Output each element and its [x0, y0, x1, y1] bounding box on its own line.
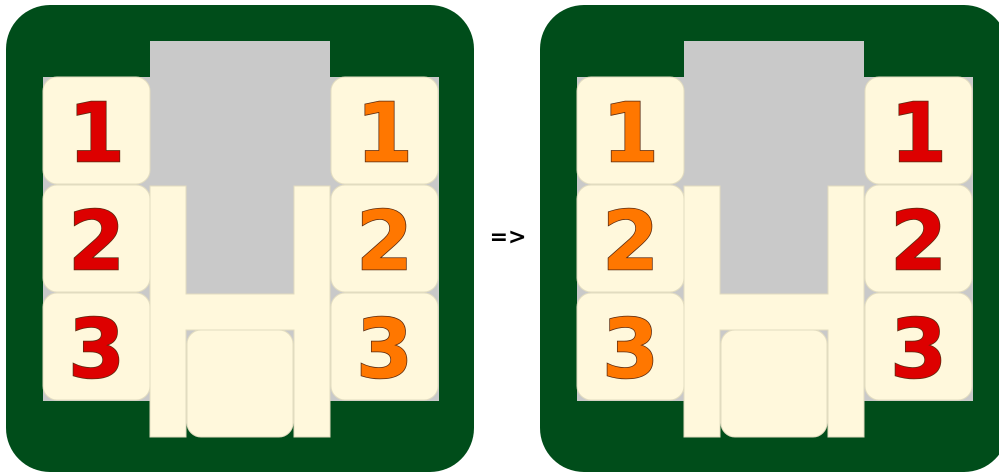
- start-tile-left-2-number: 2: [68, 195, 125, 290]
- goal-tile-right-2-number: 2: [890, 195, 947, 290]
- start-tile-left-2: [42, 184, 151, 293]
- start-h-block: [149, 185, 331, 438]
- goal-tile-left-1: [576, 76, 685, 185]
- goal-square-block: [720, 329, 828, 438]
- goal-board: 1 2 3 1 2 3: [540, 5, 999, 472]
- start-tile-right-3-number: 3: [356, 303, 413, 398]
- start-tile-left-3: [42, 292, 151, 401]
- goal-tile-left-3-number: 3: [602, 303, 659, 398]
- start-tile-right-1: [330, 76, 439, 185]
- goal-board-canvas: 1 2 3 1 2 3: [540, 5, 999, 472]
- goal-tile-right-1-number: 1: [890, 87, 947, 182]
- goal-tile-left-3: [576, 292, 685, 401]
- start-well-top: [150, 41, 330, 81]
- start-tile-right-1-number: 1: [356, 87, 413, 182]
- goal-tile-left-2: [576, 184, 685, 293]
- start-tile-right-2: [330, 184, 439, 293]
- goal-tile-right-3: [864, 292, 973, 401]
- goal-tile-right-3-number: 3: [890, 303, 947, 398]
- start-tile-right-2-number: 2: [356, 195, 413, 290]
- goal-h-block: [683, 185, 865, 438]
- start-tile-right-3: [330, 292, 439, 401]
- goal-tile-right-2: [864, 184, 973, 293]
- goal-well-top: [684, 41, 864, 81]
- goal-tile-left-1-number: 1: [602, 87, 659, 182]
- goal-tile-right-1: [864, 76, 973, 185]
- goal-tile-left-2-number: 2: [602, 195, 659, 290]
- transition-arrow: =>: [489, 225, 527, 250]
- start-square-block: [186, 329, 294, 438]
- start-board-canvas: 1 2 3 1 2 3: [6, 5, 474, 472]
- start-board: 1 2 3 1 2 3: [6, 5, 474, 472]
- start-tile-left-1-number: 1: [68, 87, 125, 182]
- start-tile-left-3-number: 3: [68, 303, 125, 398]
- start-tile-left-1: [42, 76, 151, 185]
